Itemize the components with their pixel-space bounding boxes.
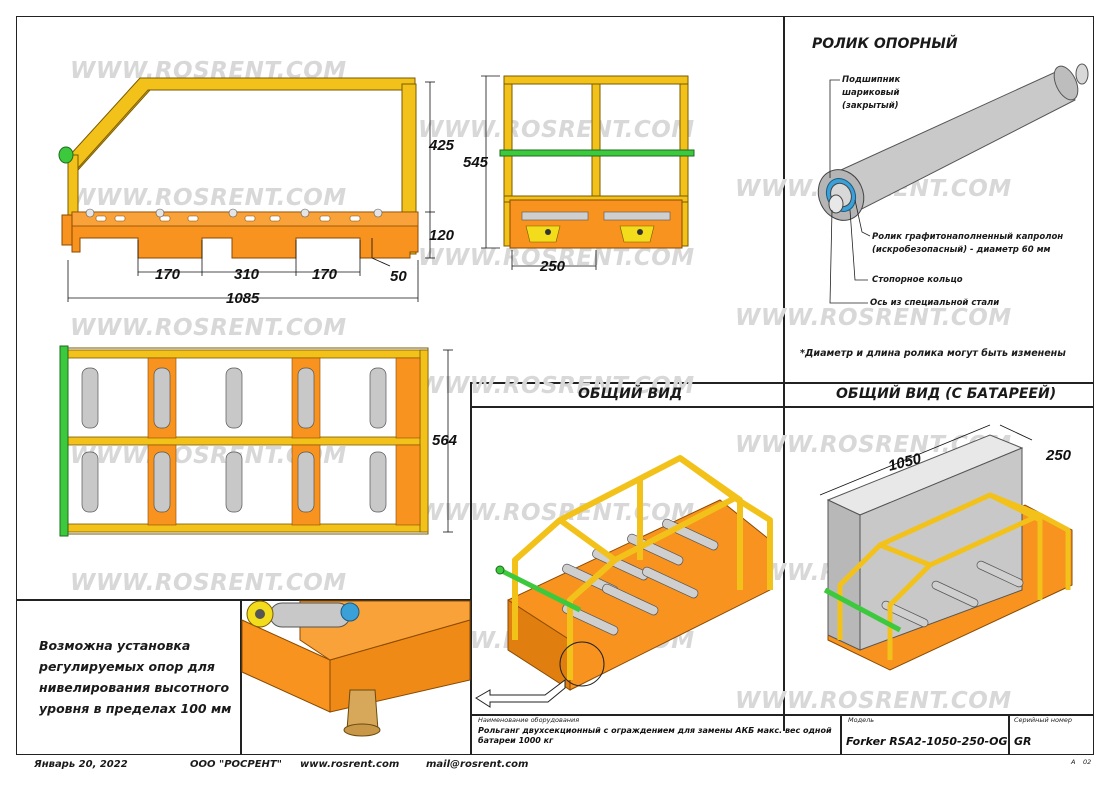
callout-axle: Ось из специальной стали — [870, 298, 1000, 308]
dim-end-width: 250 — [540, 258, 566, 275]
divider-vertical-right — [783, 16, 785, 731]
roller-footnote: *Диаметр и длина ролика могут быть измен… — [800, 348, 1066, 359]
dim-side-gap-1: 170 — [155, 266, 181, 283]
equipment-label: Наименование оборудования — [478, 716, 580, 724]
model-label: Модель — [848, 716, 875, 724]
footer-date: Январь 20, 2022 — [34, 759, 128, 770]
dim-side-length: 1085 — [226, 290, 260, 307]
sheet-number: 02 — [1083, 758, 1092, 766]
callout-bearing: Подшипник шариковый (закрытый) — [842, 75, 901, 111]
divider-views-left — [470, 382, 472, 755]
dim-top-width: 564 — [432, 432, 458, 449]
general-view-battery-title: ОБЩИЙ ВИД (С БАТАРЕЕЙ) — [836, 386, 1057, 402]
serial-value: GR — [1014, 735, 1032, 748]
drawing-frame — [16, 16, 1094, 755]
title-block-top — [470, 714, 1094, 716]
roller-section-title: РОЛИК ОПОРНЫЙ — [812, 36, 958, 52]
model-value: Forker RSA2-1050-250-OG — [846, 735, 1008, 748]
dim-side-gap-3: 170 — [312, 266, 338, 283]
dim-side-height: 425 — [429, 137, 455, 154]
divider-views-title — [470, 406, 1094, 408]
callout-retaining-ring: Стопорное кольцо — [872, 275, 963, 285]
equipment-value: Рольганг двухсекционный с ограждением дл… — [478, 726, 832, 745]
sheet-format: А — [1071, 758, 1076, 766]
divider-views-top — [470, 382, 1094, 384]
footer-mail: mail@rosrent.com — [426, 759, 529, 770]
general-view-title: ОБЩИЙ ВИД — [578, 386, 683, 402]
leveling-note: Возможна установка регулируемых опор для… — [39, 638, 232, 716]
footer-site: www.rosrent.com — [300, 759, 400, 770]
divider-detail-mid — [240, 599, 242, 755]
dim-side-base-height: 120 — [429, 227, 455, 244]
dim-side-foot: 50 — [390, 268, 407, 285]
footer-company: ООО "РОСРЕНТ" — [190, 759, 282, 770]
dim-battery-width: 250 — [1046, 447, 1072, 464]
title-block-sep-2 — [1008, 714, 1010, 755]
callout-roller: Ролик графитонаполненный капролон (искро… — [872, 232, 1064, 255]
title-block-sep-1 — [840, 714, 842, 755]
serial-label: Серийный номер — [1014, 716, 1073, 724]
divider-detail-top — [16, 599, 471, 601]
dim-side-gap-2: 310 — [234, 266, 260, 283]
dim-end-height: 545 — [463, 154, 489, 171]
